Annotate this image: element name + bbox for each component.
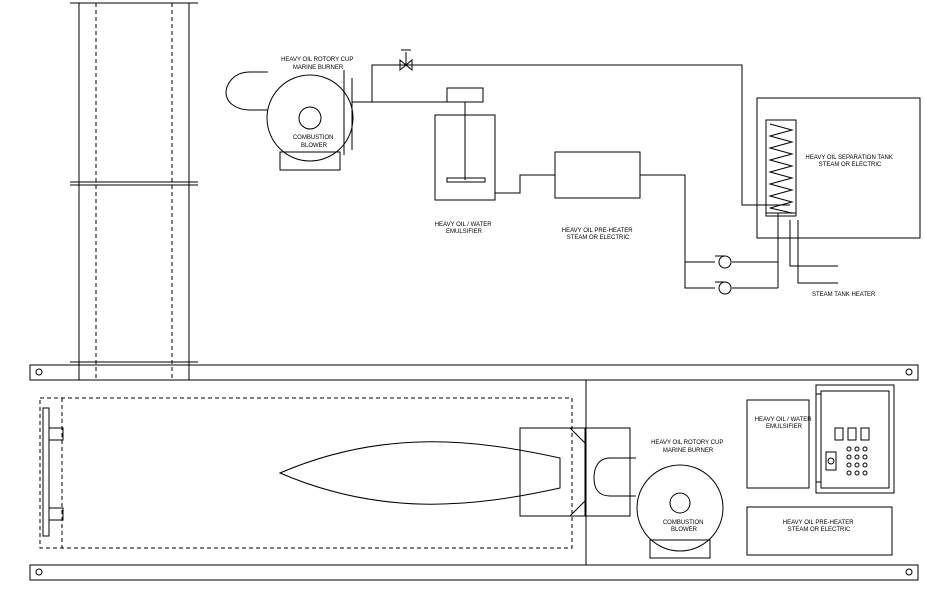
separation-tank-label: HEAVY OIL SEPARATION TANK STEAM OR ELECT…: [805, 155, 894, 168]
bottom-burner-mount: [519, 427, 631, 517]
bottom-emulsifier: [746, 399, 810, 489]
top-preheater-label: HEAVY OIL PRE-HEATER STEAM OR ELECTRIC: [562, 228, 634, 241]
pump-icon: [715, 281, 732, 295]
top-burner-assembly: [225, 70, 372, 171]
fire-tube: [39, 397, 573, 549]
skid-frame: [29, 364, 919, 581]
top-emulsifier: [434, 87, 496, 201]
pump-icon: [715, 255, 732, 269]
steam-tank-heater-label: STEAM TANK HEATER: [812, 292, 876, 298]
exhaust-stack: [70, 2, 198, 381]
indicator-lights: [846, 446, 868, 476]
feed-line: [372, 101, 466, 115]
control-panel: [815, 384, 895, 494]
top-emulsifier-label: HEAVY OIL / WATER EMULSIFIER: [435, 222, 494, 235]
bottom-preheater: [746, 506, 893, 556]
emulsifier-outlet-line: [495, 174, 555, 194]
steam-lines: [789, 220, 838, 284]
pump-lines: [640, 174, 779, 289]
top-burner-label: HEAVY OIL ROTORY CUP MARINE BURNER: [281, 57, 355, 71]
bottom-blower: [593, 457, 724, 559]
bottom-burner-label: HEAVY OIL ROTORY CUP MARINE BURNER: [651, 440, 725, 454]
bottom-blower-label: COMBUSTION BLOWER: [663, 520, 705, 533]
valve-icon: [399, 58, 413, 72]
bottom-preheater-label: HEAVY OIL PRE-HEATER STEAM OR ELECTRIC: [783, 520, 855, 533]
top-preheater: [554, 151, 641, 199]
separation-tank: [756, 97, 921, 239]
flame-profile: [278, 441, 561, 505]
top-blower-label: COMBUSTION BLOWER: [293, 135, 335, 149]
bottom-emulsifier-label: HEAVY OIL / WATER EMULSIFIER: [755, 417, 814, 430]
heater-coil: [765, 119, 797, 217]
return-line: [371, 49, 790, 206]
